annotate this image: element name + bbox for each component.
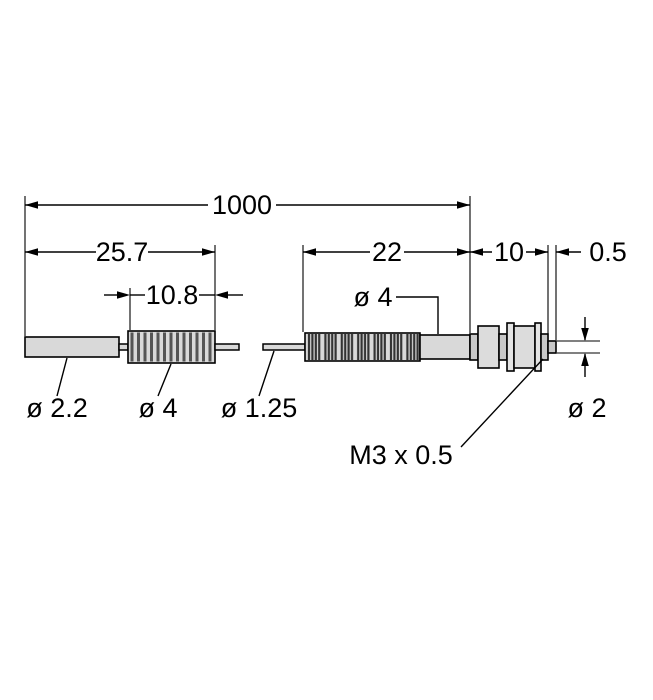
fiber-cable-right <box>262 343 306 351</box>
thread-segment-3 <box>540 333 549 361</box>
sensing-tip <box>547 340 557 354</box>
arrow-left-icon <box>303 248 316 256</box>
fiber-diameter-label: ø 1.25 <box>221 393 298 423</box>
arrow-right-icon <box>117 291 130 299</box>
knurl-diameter-leader <box>157 363 172 397</box>
sensor-side-view <box>24 322 557 372</box>
arrow-left-icon <box>470 248 483 256</box>
arrow-left-icon <box>25 248 38 256</box>
dim-tip-length: 0.5 <box>556 237 627 267</box>
label-flex-sleeve-diameter: ø 4 <box>353 282 439 334</box>
dim-thread-length-label: 10 <box>494 237 524 267</box>
dim-flex-section-length: 22 <box>303 237 470 267</box>
tip-diameter-label: ø 2 <box>567 393 606 423</box>
dim-left-assembly-length: 25.7 <box>25 237 215 267</box>
arrow-right-icon <box>535 248 548 256</box>
label-fiber-diameter: ø 1.25 <box>221 350 298 423</box>
fiber-diameter-leader <box>258 350 275 397</box>
arrow-right-icon <box>457 248 470 256</box>
ferrule-diameter-leader <box>56 357 68 397</box>
flex-sleeve-diameter-label: ø 4 <box>353 282 392 312</box>
thread-segment-1 <box>469 333 479 361</box>
arrow-left-icon <box>556 248 569 256</box>
dim-thread-length: 10 <box>470 237 548 267</box>
dim-overall-length-label: 1000 <box>212 190 272 220</box>
dim-knurl-length-label: 10.8 <box>146 280 199 310</box>
dim-knurl-length: 10.8 <box>104 280 243 310</box>
thread-spec-leader <box>460 358 544 448</box>
knurl-diameter-label: ø 4 <box>138 393 177 423</box>
arrow-right-icon <box>202 248 215 256</box>
ferrule-diameter-label: ø 2.2 <box>26 393 88 423</box>
dim-tip-length-label: 0.5 <box>589 237 627 267</box>
washer-1 <box>506 322 515 372</box>
label-knurl-diameter: ø 4 <box>138 363 178 423</box>
arrow-left-icon <box>25 201 38 209</box>
hex-nut-1 <box>477 325 500 369</box>
arrow-right-icon <box>457 201 470 209</box>
arrow-down-icon <box>581 328 589 341</box>
label-thread-spec: M3 x 0.5 <box>349 358 544 470</box>
thread-segment-2 <box>498 333 508 361</box>
hex-nut-2 <box>513 325 536 369</box>
knurl-ribs <box>129 332 214 362</box>
fiber-cable-left <box>214 343 240 351</box>
extension-lines <box>24 196 600 354</box>
flex-sleeve-diameter-leader <box>396 296 439 334</box>
dim-flex-section-label: 22 <box>372 237 402 267</box>
dim-left-assembly-label: 25.7 <box>96 237 149 267</box>
thread-spec-label: M3 x 0.5 <box>349 440 453 470</box>
label-ferrule-diameter: ø 2.2 <box>26 357 88 423</box>
ferrule-tip <box>24 336 120 358</box>
dim-tip-diameter: ø 2 <box>567 317 607 423</box>
arrow-left-icon <box>215 291 228 299</box>
arrow-up-icon <box>581 353 589 366</box>
corrugation-ribs <box>306 334 419 360</box>
smooth-sleeve <box>419 334 471 360</box>
dim-overall-length: 1000 <box>25 190 470 220</box>
neck <box>118 343 129 351</box>
